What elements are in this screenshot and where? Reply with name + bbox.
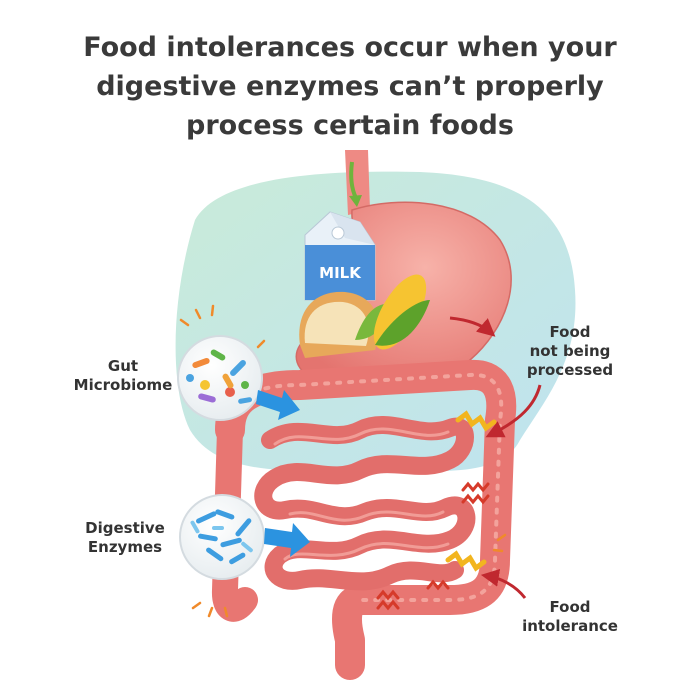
milk-carton-icon: MILK xyxy=(304,211,376,301)
label-gut-microbiome: Gut Microbiome xyxy=(68,357,178,395)
gut-microbiome-bubble xyxy=(177,335,263,421)
bacteria-icon xyxy=(186,349,253,404)
bread-slice-icon xyxy=(299,291,379,358)
red-arrow-colon xyxy=(485,384,542,438)
label-food-not-processed-line-3: processed xyxy=(526,361,614,379)
title-line-1: Food intolerances occur when your xyxy=(83,32,617,63)
title-line-2: digestive enzymes can’t properly xyxy=(96,71,604,102)
spark-marks xyxy=(179,304,507,618)
red-arrow-intolerance xyxy=(480,568,527,599)
label-digestive-enzymes: Digestive Enzymes xyxy=(70,519,180,557)
inflammation-marks xyxy=(376,481,490,611)
title-line-3: process certain foods xyxy=(186,110,514,141)
page-title: Food intolerances occur when your digest… xyxy=(0,28,700,145)
label-food-intolerance-line-1: Food xyxy=(549,598,591,616)
label-food-intolerance: Food intolerance xyxy=(515,598,625,636)
label-gut-microbiome-line-2: Microbiome xyxy=(73,376,173,394)
label-food-intolerance-line-2: intolerance xyxy=(522,617,618,635)
undigested-food-coil xyxy=(445,410,497,572)
digestive-enzymes-bubble xyxy=(179,494,265,580)
blue-arrow-enzymes xyxy=(264,523,310,557)
label-digestive-enzymes-line-2: Enzymes xyxy=(87,538,163,556)
small-intestine xyxy=(254,416,476,591)
corn-icon xyxy=(355,274,430,350)
blue-arrow-microbiome xyxy=(256,390,300,420)
green-arrow-head xyxy=(349,195,362,207)
label-food-not-processed-line-1: Food xyxy=(549,323,591,341)
ascending-colon xyxy=(212,417,258,622)
label-digestive-enzymes-line-1: Digestive xyxy=(85,519,165,537)
red-arrow-stomach xyxy=(449,316,496,337)
label-food-not-processed-line-2: not being xyxy=(529,342,611,360)
milk-carton-text: MILK xyxy=(319,264,362,282)
label-food-not-processed: Food not being processed xyxy=(515,323,625,380)
label-gut-microbiome-line-1: Gut xyxy=(107,357,139,375)
